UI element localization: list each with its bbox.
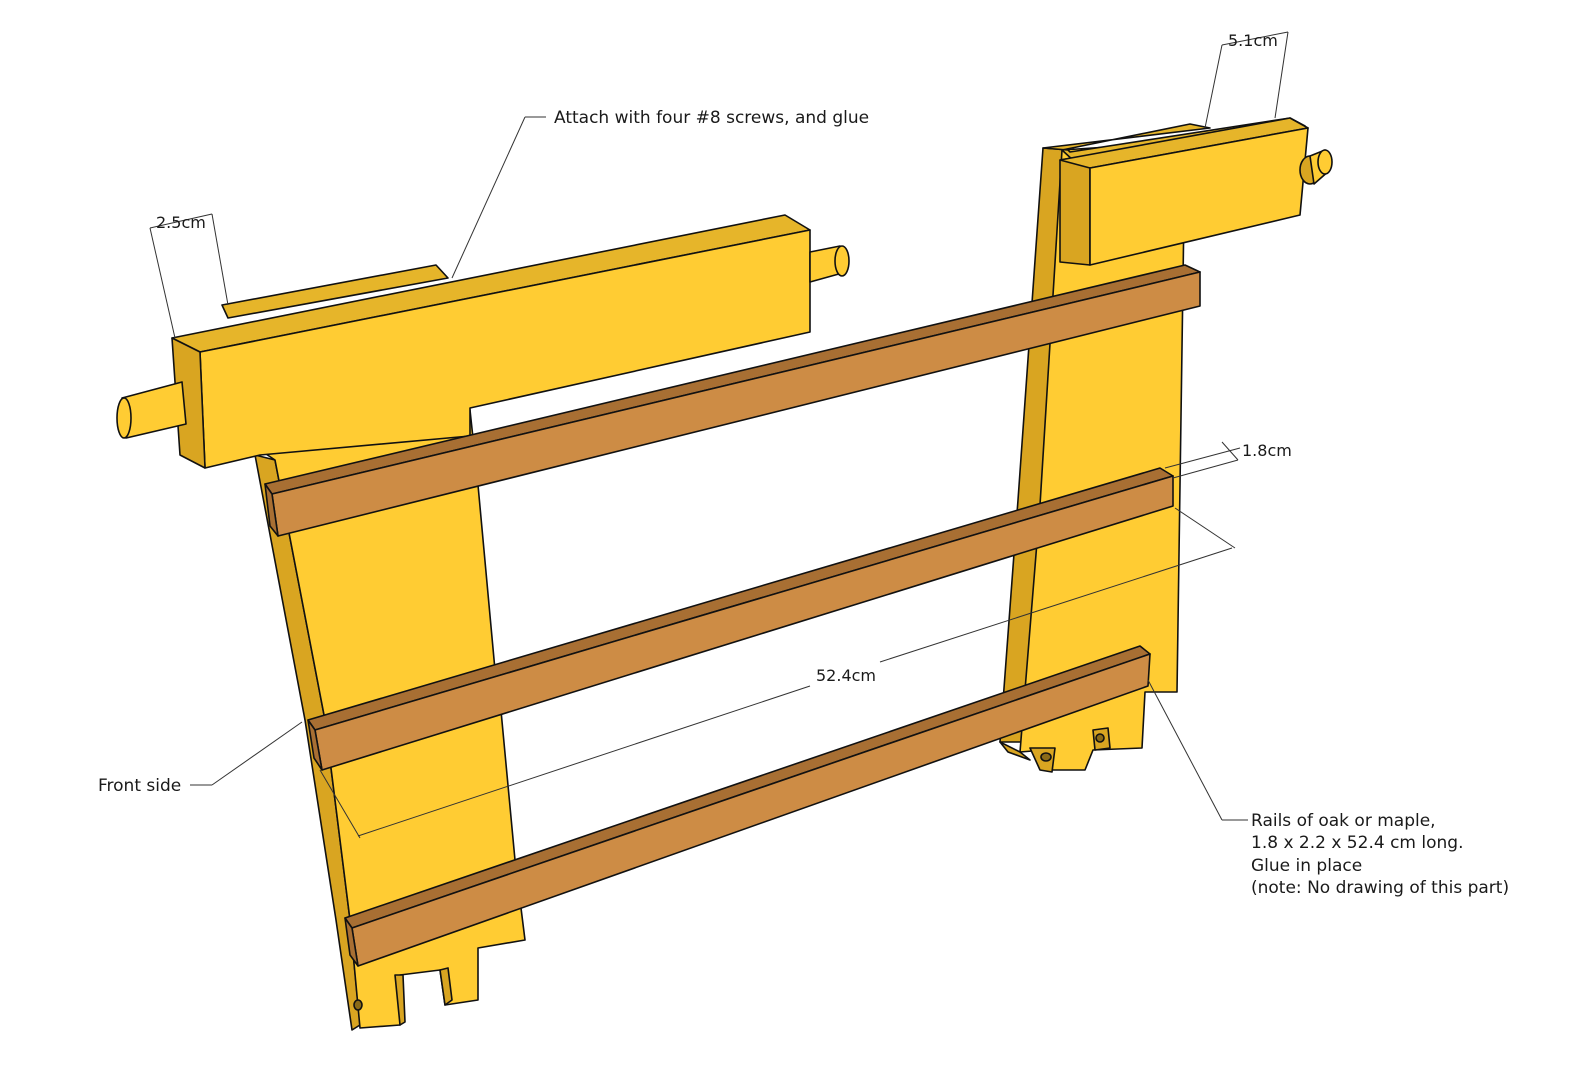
dim-1-8cm: 1.8cm xyxy=(1242,441,1292,460)
dim-2-5cm: 2.5cm xyxy=(156,213,206,232)
rail-bottom-end xyxy=(344,917,359,967)
right-block-front xyxy=(1089,127,1309,266)
right-upright-hole xyxy=(1040,752,1052,762)
dimension-lines xyxy=(149,31,1289,839)
rail-top xyxy=(264,264,1201,537)
left-upright-notch-1 xyxy=(439,967,453,1006)
right-block-back xyxy=(1059,154,1091,266)
rail-middle xyxy=(307,467,1174,771)
rails-note-line-1: Rails of oak or maple, xyxy=(1251,811,1436,831)
right-dowel-tip xyxy=(1317,149,1333,175)
rails-note-line-3: Glue in place xyxy=(1251,856,1362,876)
attach-note: Attach with four #8 screws, and glue xyxy=(554,108,869,128)
front-side-label: Front side xyxy=(98,776,181,796)
rail-top-end xyxy=(264,483,279,537)
rails-note-line-2: 1.8 x 2.2 x 52.4 cm long. xyxy=(1251,833,1463,853)
rails-note-line-4: (note: No drawing of this part) xyxy=(1251,878,1509,898)
left-upright-notch-2 xyxy=(394,974,406,1026)
left-block xyxy=(116,214,850,469)
right-upright-hole-2 xyxy=(1095,733,1105,743)
right-side-dowel-end xyxy=(834,245,850,277)
left-block-front xyxy=(199,229,811,469)
left-dowel-end xyxy=(116,397,132,439)
right-upright-notch-left xyxy=(999,741,1031,761)
dim-52-4cm: 52.4cm xyxy=(816,666,876,685)
left-dowel xyxy=(121,381,187,439)
rail-middle-end xyxy=(307,719,323,771)
left-cleat-top xyxy=(221,264,449,319)
rail-bottom xyxy=(344,645,1151,967)
dim-5-1cm: 5.1cm xyxy=(1228,31,1278,50)
right-block xyxy=(1042,117,1333,266)
left-upright-hole xyxy=(353,999,363,1011)
